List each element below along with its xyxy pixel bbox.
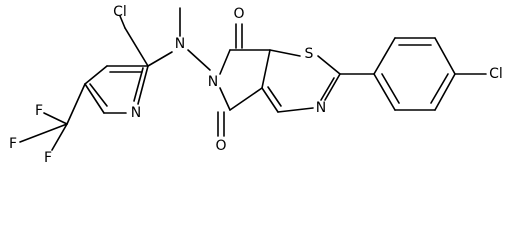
bond bbox=[187, 49, 211, 71]
atom-label-n: N bbox=[131, 105, 141, 121]
atom-label-s: S bbox=[305, 46, 314, 62]
bonds bbox=[19, 7, 487, 151]
bond bbox=[219, 87, 231, 111]
bond bbox=[89, 83, 108, 107]
atom-label-f: F bbox=[44, 150, 52, 166]
atom-label-cl: Cl bbox=[489, 66, 503, 82]
bond bbox=[219, 49, 231, 75]
bond bbox=[261, 49, 271, 89]
atom-label-o: O bbox=[233, 6, 244, 22]
bond bbox=[277, 107, 314, 113]
bond bbox=[119, 15, 126, 29]
bond bbox=[381, 73, 400, 104]
bond bbox=[133, 67, 144, 102]
bond bbox=[147, 51, 173, 67]
bond bbox=[43, 112, 68, 125]
bond bbox=[317, 55, 341, 75]
bond bbox=[19, 123, 68, 143]
atom-labels: Cl N N F F F N O O S N Cl bbox=[9, 4, 503, 166]
atom-label-n: N bbox=[316, 100, 326, 116]
bond bbox=[434, 37, 456, 75]
bond bbox=[124, 27, 149, 67]
bond bbox=[84, 65, 108, 85]
bond bbox=[84, 83, 105, 114]
atom-label-n: N bbox=[208, 74, 218, 90]
bond bbox=[373, 37, 396, 75]
bond bbox=[51, 123, 68, 151]
bond bbox=[66, 83, 86, 125]
bond bbox=[267, 86, 282, 107]
atom-label-f: F bbox=[35, 103, 43, 119]
bond bbox=[430, 73, 449, 104]
atom-label-f: F bbox=[9, 136, 17, 152]
bond bbox=[324, 73, 341, 101]
bond bbox=[320, 77, 335, 101]
bond bbox=[261, 87, 279, 113]
bond bbox=[434, 73, 456, 111]
bond bbox=[229, 87, 263, 111]
atom-label-o: O bbox=[215, 138, 226, 154]
chemical-structure: Cl N N F F F N O O S N Cl bbox=[9, 4, 503, 166]
atom-label-n: N bbox=[175, 36, 185, 52]
bond bbox=[137, 65, 149, 105]
atom-label-cl: Cl bbox=[113, 4, 127, 20]
bond bbox=[269, 49, 301, 57]
bond bbox=[373, 73, 396, 111]
